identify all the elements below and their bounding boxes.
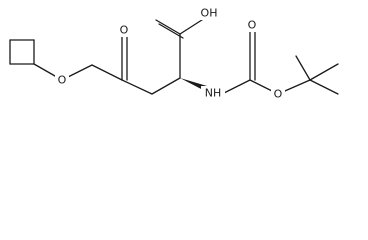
cyclobutyl-ring bbox=[9, 39, 35, 65]
ester-oxygen-label: O bbox=[58, 74, 67, 87]
tert-butyl-group bbox=[277, 55, 339, 95]
carboxylic-acid-group bbox=[155, 17, 206, 79]
carbamate-carbonyl-oxygen-label: O bbox=[248, 19, 257, 32]
amine-nh-label: NH bbox=[205, 87, 222, 100]
stereo-wedge-bond bbox=[180, 78, 207, 91]
boc-carbamate bbox=[221, 27, 279, 95]
chemical-structure: O O OH NH O O bbox=[9, 6, 339, 102]
ester-carbonyl-oxygen-label: O bbox=[120, 24, 129, 37]
acid-hydroxyl-label: OH bbox=[201, 7, 218, 20]
carbamate-oxygen-label: O bbox=[274, 88, 283, 101]
